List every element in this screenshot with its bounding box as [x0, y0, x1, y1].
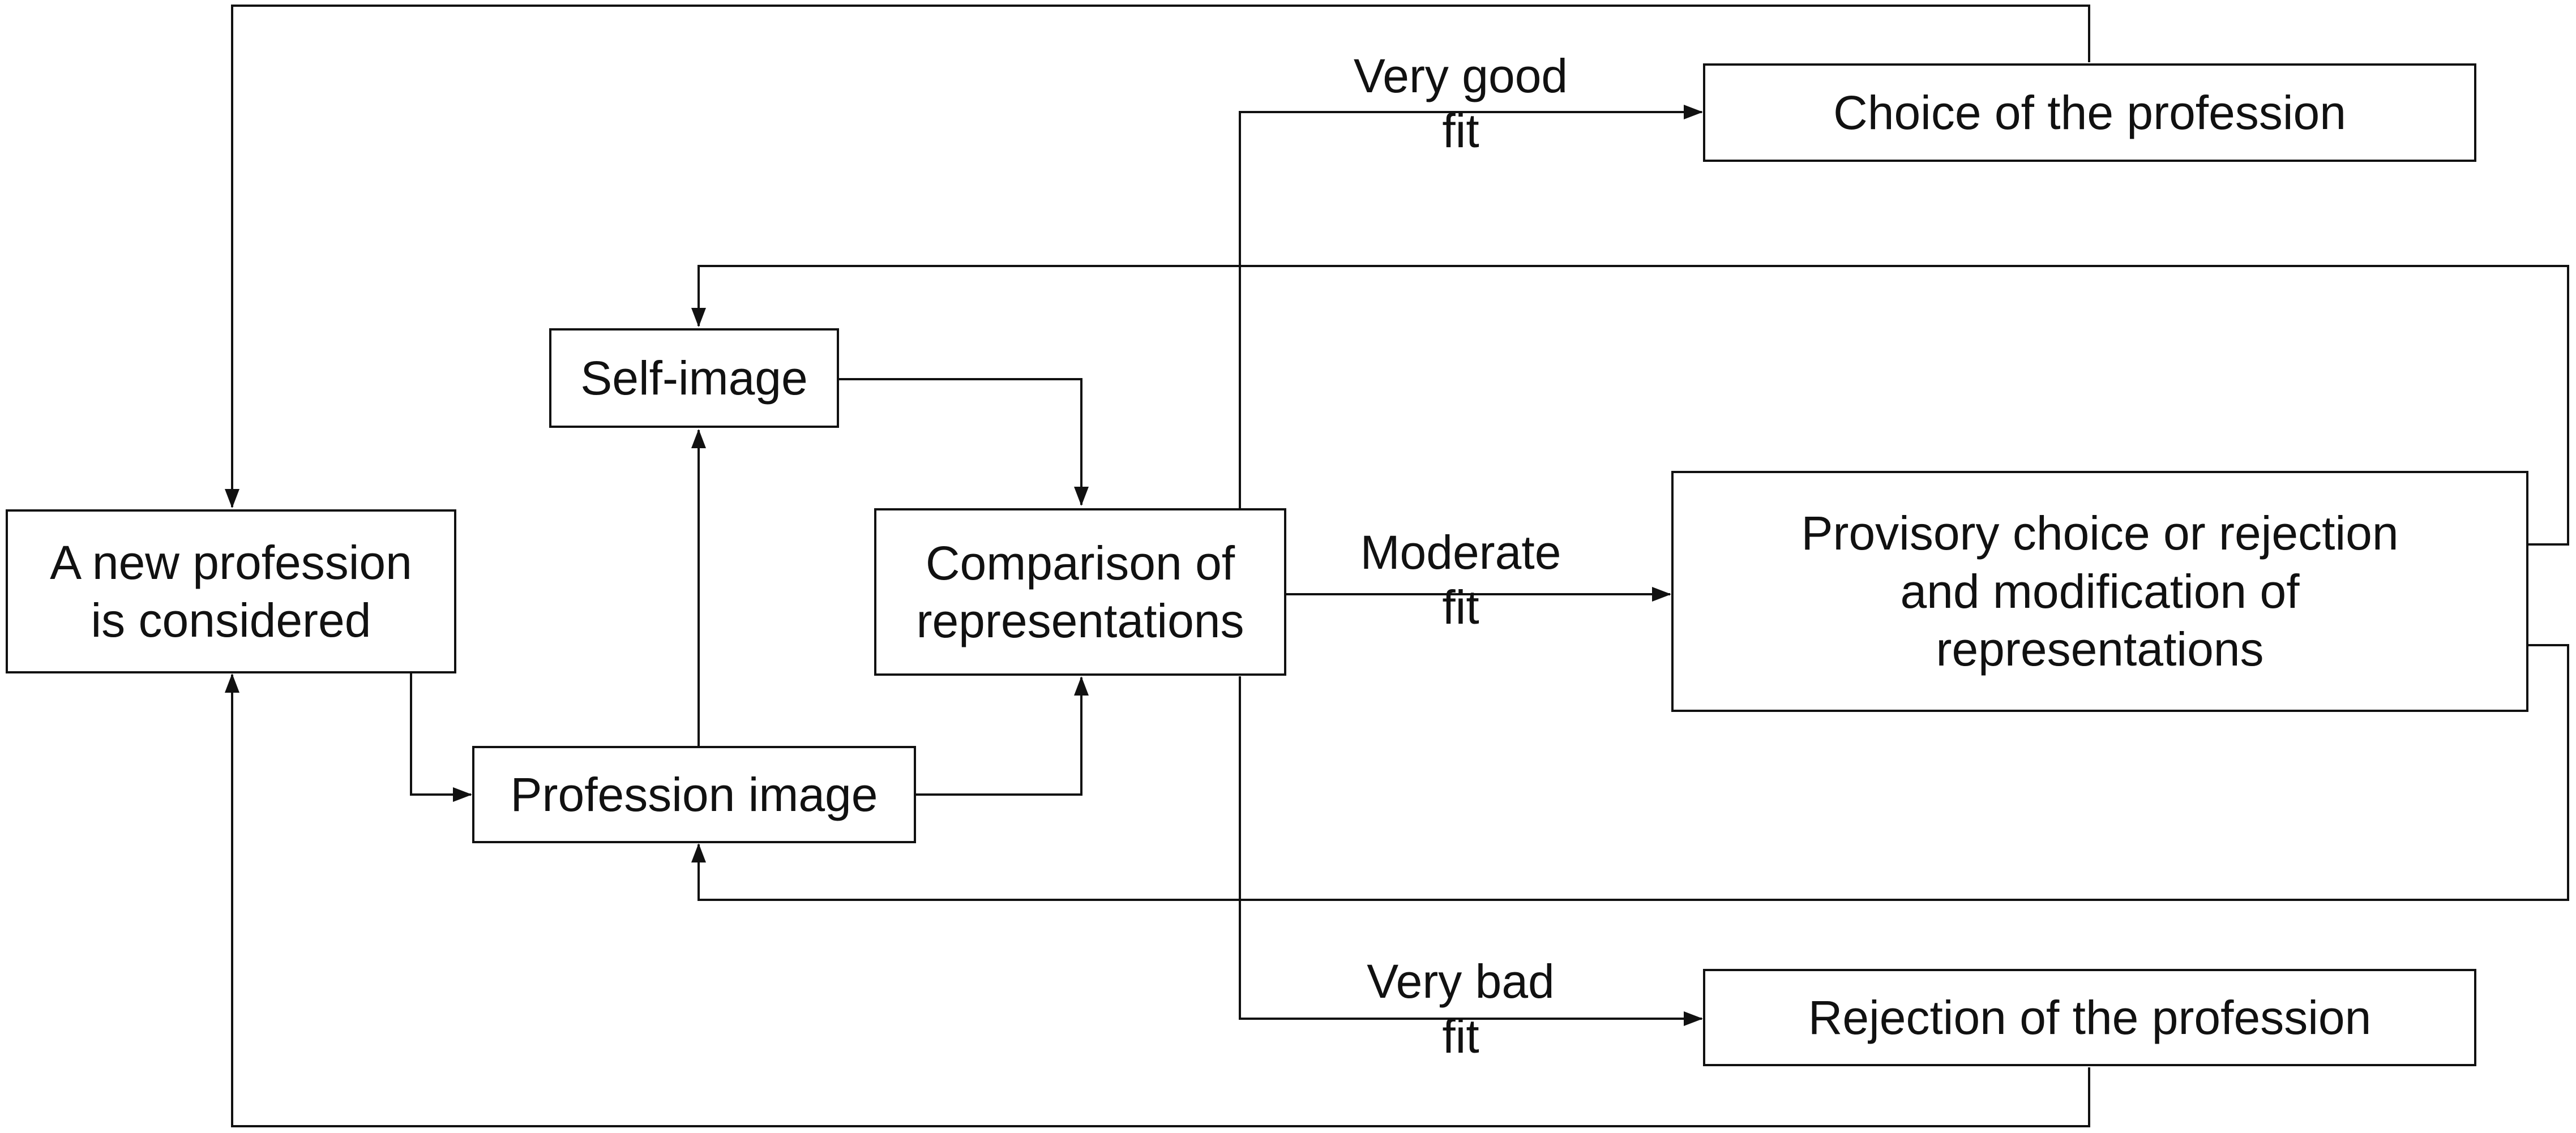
node-profession-image: Profession image: [472, 746, 916, 843]
edge-provisory-feedback-to-profession-image: [691, 644, 2569, 901]
edge-label-moderate-fit: Moderate fit: [1360, 526, 1561, 634]
edge-comparison-to-choice: [1239, 105, 1703, 509]
node-comparison: Comparison of representations: [874, 508, 1286, 676]
node-rejection: Rejection of the profession: [1703, 969, 2476, 1066]
edge-label-very-good-fit: Very good fit: [1353, 49, 1568, 158]
edge-profession-image-to-comparison: [916, 676, 1089, 796]
edge-provisory-feedback-to-self-image: [691, 265, 2569, 546]
edge-choice-loop-to-new-profession: [225, 5, 2090, 508]
edge-rejection-loop-to-new-profession: [225, 673, 2090, 1127]
edge-label-very-bad-fit: Very bad fit: [1367, 955, 1555, 1063]
node-provisory: Provisory choice or rejection and modifi…: [1671, 471, 2528, 712]
node-choice: Choice of the profession: [1703, 63, 2476, 162]
node-new-profession: A new profession is considered: [6, 509, 456, 673]
edge-comparison-to-rejection: [1239, 676, 1703, 1026]
edge-new-profession-to-profession-image: [410, 672, 472, 802]
edge-self-image-to-comparison: [839, 378, 1089, 506]
node-self-image: Self-image: [549, 328, 839, 428]
